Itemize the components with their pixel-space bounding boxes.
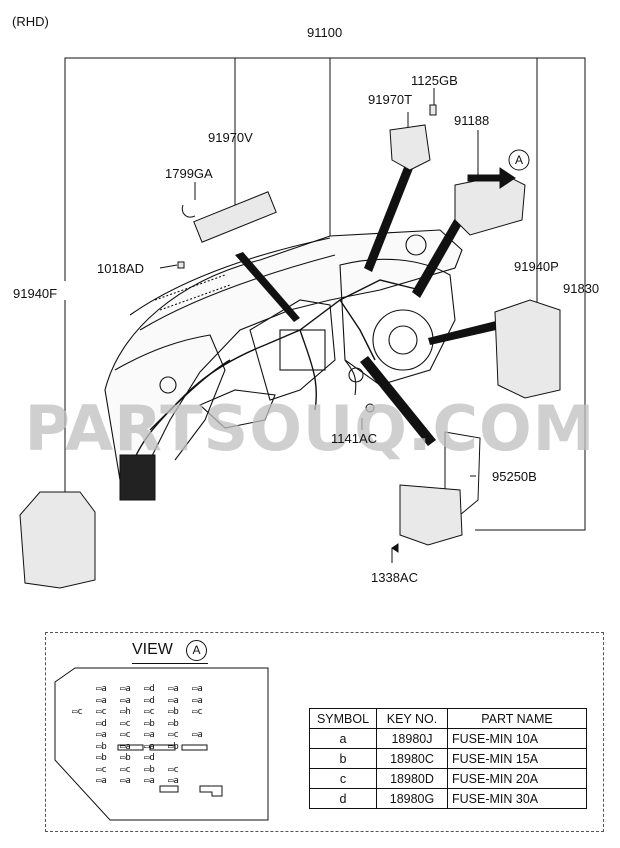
fuse-symbol: ▭c [192, 707, 203, 717]
fuse-symbol: ▭d [96, 718, 107, 729]
legend-part-name: FUSE-MIN 20A [447, 768, 587, 789]
view-letter-circle: A [186, 640, 207, 661]
fuse-symbol: ▭c [168, 764, 179, 775]
fuse-symbol: ▭c [120, 764, 131, 775]
part-label-91940F[interactable]: 91940F [13, 286, 58, 301]
legend-symbol: b [309, 748, 377, 769]
fuse-symbol: ▭b [120, 753, 131, 763]
fuse-symbol: ▭d [144, 684, 155, 694]
legend-row: c 18980D FUSE-MIN 20A [309, 768, 587, 789]
variant-label: (RHD) [12, 14, 49, 29]
fuse-symbol: ▭b [168, 718, 179, 729]
fuse-symbol: ▭c [96, 764, 107, 775]
legend-part-name: FUSE-MIN 10A [447, 728, 587, 749]
fuse-symbol: ▭c [96, 707, 107, 717]
fuse-symbol: ▭h [120, 707, 131, 717]
callout-circle [508, 149, 530, 171]
fuse-symbol: ▭a [96, 776, 107, 786]
fuse-symbol: ▭a [96, 684, 107, 694]
fuse-symbol: ▭b [144, 718, 155, 729]
fuse-box-outline [54, 667, 269, 821]
legend-header-row: SYMBOL KEY NO. PART NAME [309, 708, 587, 729]
legend-key[interactable]: 18980D [376, 768, 448, 789]
legend-key[interactable]: 18980J [376, 728, 448, 749]
fuse-symbol: ▭b [168, 707, 179, 717]
fuse-symbol: ▭a [168, 695, 179, 706]
legend-key[interactable]: 18980G [376, 788, 448, 809]
fuse-legend-table: SYMBOL KEY NO. PART NAME a 18980J FUSE-M… [309, 708, 587, 809]
fuse-symbol: ▭c [144, 707, 155, 717]
legend-row: d 18980G FUSE-MIN 30A [309, 788, 587, 809]
legend-header-symbol: SYMBOL [309, 708, 377, 729]
legend-symbol: c [309, 768, 377, 789]
fuse-symbol: ▭a [144, 730, 155, 740]
fuse-symbol: ▭c [72, 707, 83, 717]
part-label-91940P[interactable]: 91940P [514, 259, 559, 274]
fuse-symbol: ▭a [96, 695, 107, 706]
fuse-symbol: ▭a [120, 684, 131, 694]
part-label-1141AC[interactable]: 1141AC [331, 431, 378, 446]
fuse-symbol: ▭a [192, 730, 203, 740]
fuse-symbol: ▭a [144, 776, 155, 786]
part-label-91970T[interactable]: 91970T [368, 92, 413, 107]
fuse-symbol: ▭a [192, 684, 203, 694]
view-a-panel [45, 632, 604, 832]
fuse-symbol: ▭c [168, 730, 179, 740]
legend-row: a 18980J FUSE-MIN 10A [309, 728, 587, 749]
legend-part-name: FUSE-MIN 30A [447, 788, 587, 809]
part-label-91100[interactable]: 91100 [307, 25, 343, 40]
fuse-symbol: ▭b [96, 741, 107, 752]
part-label-1125GB[interactable]: 1125GB [411, 73, 458, 88]
part-label-91830[interactable]: 91830 [563, 281, 600, 296]
fuse-symbol: ▭a [168, 684, 179, 694]
legend-symbol: d [309, 788, 377, 809]
legend-header-part-name: PART NAME [447, 708, 587, 729]
view-title: VIEW [132, 641, 173, 658]
fuse-symbol: ▭b [96, 753, 107, 763]
part-label-91188[interactable]: 91188 [454, 113, 490, 128]
fuse-symbol: ▭a [144, 741, 155, 752]
leader-lines [64, 57, 586, 563]
legend-row: b 18980C FUSE-MIN 15A [309, 748, 587, 769]
legend-key[interactable]: 18980C [376, 748, 448, 769]
fuse-symbol: ▭a [120, 695, 131, 706]
fuse-symbol: ▭d [144, 753, 155, 763]
fuse-symbol: ▭c [120, 730, 131, 740]
legend-symbol: a [309, 728, 377, 749]
part-label-1338AC[interactable]: 1338AC [371, 570, 418, 585]
view-underline [132, 663, 208, 664]
pointer-wedges [235, 152, 505, 446]
wiring-harness [129, 279, 421, 471]
callout-letter: A [515, 153, 524, 167]
fuse-symbol: ▭d [144, 695, 155, 706]
dashboard-assembly [104, 229, 463, 481]
part-label-95250B[interactable]: 95250B [492, 469, 537, 484]
components [19, 104, 561, 589]
part-label-91970V[interactable]: 91970V [208, 130, 253, 145]
legend-header-key: KEY NO. [376, 708, 448, 729]
fuse-symbol: ▭a [120, 776, 131, 786]
fuse-symbol: ▭a [96, 730, 107, 740]
part-label-1799GA[interactable]: 1799GA [165, 166, 213, 181]
fuse-symbol: ▭b [168, 741, 179, 752]
fuse-symbol: ▭a [168, 776, 179, 786]
fuse-symbol: ▭a [192, 695, 203, 706]
part-label-1018AD[interactable]: 1018AD [97, 261, 144, 276]
fuse-symbol: ▭b [144, 764, 155, 775]
legend-part-name: FUSE-MIN 15A [447, 748, 587, 769]
fuse-symbol: ▭a [120, 741, 131, 752]
fuse-symbol: ▭c [120, 718, 131, 729]
